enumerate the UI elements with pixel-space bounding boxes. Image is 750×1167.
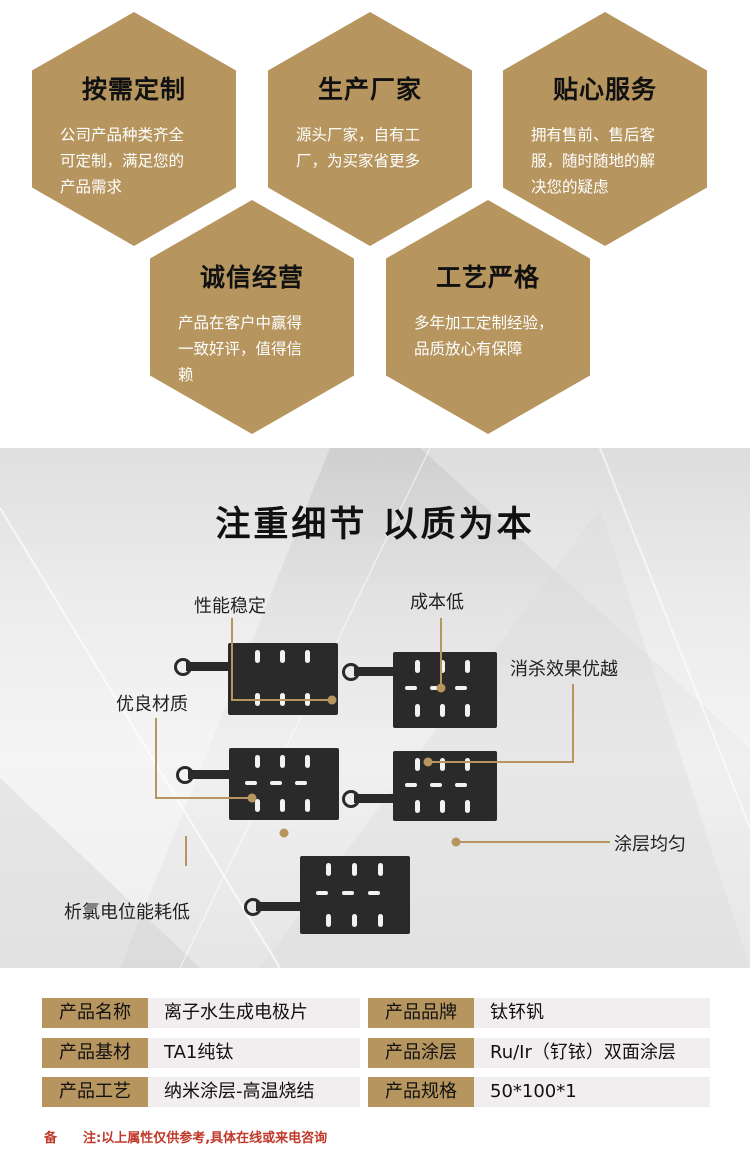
spec-label: 产品品牌 xyxy=(368,998,474,1028)
feature-desc: 拥有售前、售后客 服，随时随地的解 决您的疑虑 xyxy=(531,126,656,196)
feature-title: 生产厂家 xyxy=(317,75,422,104)
spec-label: 产品名称 xyxy=(42,998,148,1028)
callout-stable-performance: 性能稳定 xyxy=(194,596,266,617)
feature-desc: 公司产品种类齐全 可定制，满足您的 产品需求 xyxy=(60,126,185,196)
spec-value: 钛钚钒 xyxy=(474,998,710,1028)
spec-label: 产品基材 xyxy=(42,1038,148,1068)
callout-disinfection: 消杀效果优越 xyxy=(510,659,618,680)
detail-headline: 注重细节 以质为本 xyxy=(215,505,535,545)
feature-title: 工艺严格 xyxy=(435,263,540,292)
spec-value: 纳米涂层-高温烧结 xyxy=(148,1077,360,1107)
feature-hex-factory: 生产厂家 源头厂家，自有工 厂，为买家省更多 xyxy=(268,12,472,246)
background-geometry xyxy=(0,448,750,968)
feature-title: 诚信经营 xyxy=(199,263,304,292)
spec-table: 产品名称 离子水生成电极片 产品品牌 钛钚钒 产品基材 TA1纯钛 产品涂层 R… xyxy=(0,968,750,1167)
feature-hex-custom: 按需定制 公司产品种类齐全 可定制，满足您的 产品需求 xyxy=(32,12,236,246)
spec-value: Ru/Ir（钌铱）双面涂层 xyxy=(474,1038,710,1068)
spec-value: 离子水生成电极片 xyxy=(148,998,360,1028)
detail-section: 注重细节 以质为本 xyxy=(0,448,750,968)
feature-desc: 产品在客户中赢得 一致好评，值得信 赖 xyxy=(178,314,303,384)
feature-desc: 源头厂家，自有工 厂，为买家省更多 xyxy=(296,126,421,170)
feature-title: 按需定制 xyxy=(81,75,186,104)
spec-label: 产品工艺 xyxy=(42,1077,148,1107)
disclaimer-note: 备 注:以上属性仅供参考,具体在线或来电咨询 xyxy=(44,1131,328,1146)
callout-low-cost: 成本低 xyxy=(410,592,464,613)
feature-hex-craft: 工艺严格 多年加工定制经验， 品质放心有保障 xyxy=(386,200,590,434)
callout-uniform-coating: 涂层均匀 xyxy=(614,834,686,855)
callout-quality-material: 优良材质 xyxy=(116,694,188,715)
feature-desc: 多年加工定制经验， 品质放心有保障 xyxy=(414,314,554,358)
feature-title: 贴心服务 xyxy=(552,75,657,104)
callout-low-chlorine-potential: 析氯电位能耗低 xyxy=(64,902,190,923)
feature-hex-service: 贴心服务 拥有售前、售后客 服，随时随地的解 决您的疑虑 xyxy=(503,12,707,246)
spec-value: 50*100*1 xyxy=(474,1077,710,1107)
spec-label: 产品涂层 xyxy=(368,1038,474,1068)
spec-value: TA1纯钛 xyxy=(148,1038,360,1068)
spec-label: 产品规格 xyxy=(368,1077,474,1107)
callout-lines xyxy=(155,618,610,866)
feature-hex-integrity: 诚信经营 产品在客户中赢得 一致好评，值得信 赖 xyxy=(150,200,354,434)
